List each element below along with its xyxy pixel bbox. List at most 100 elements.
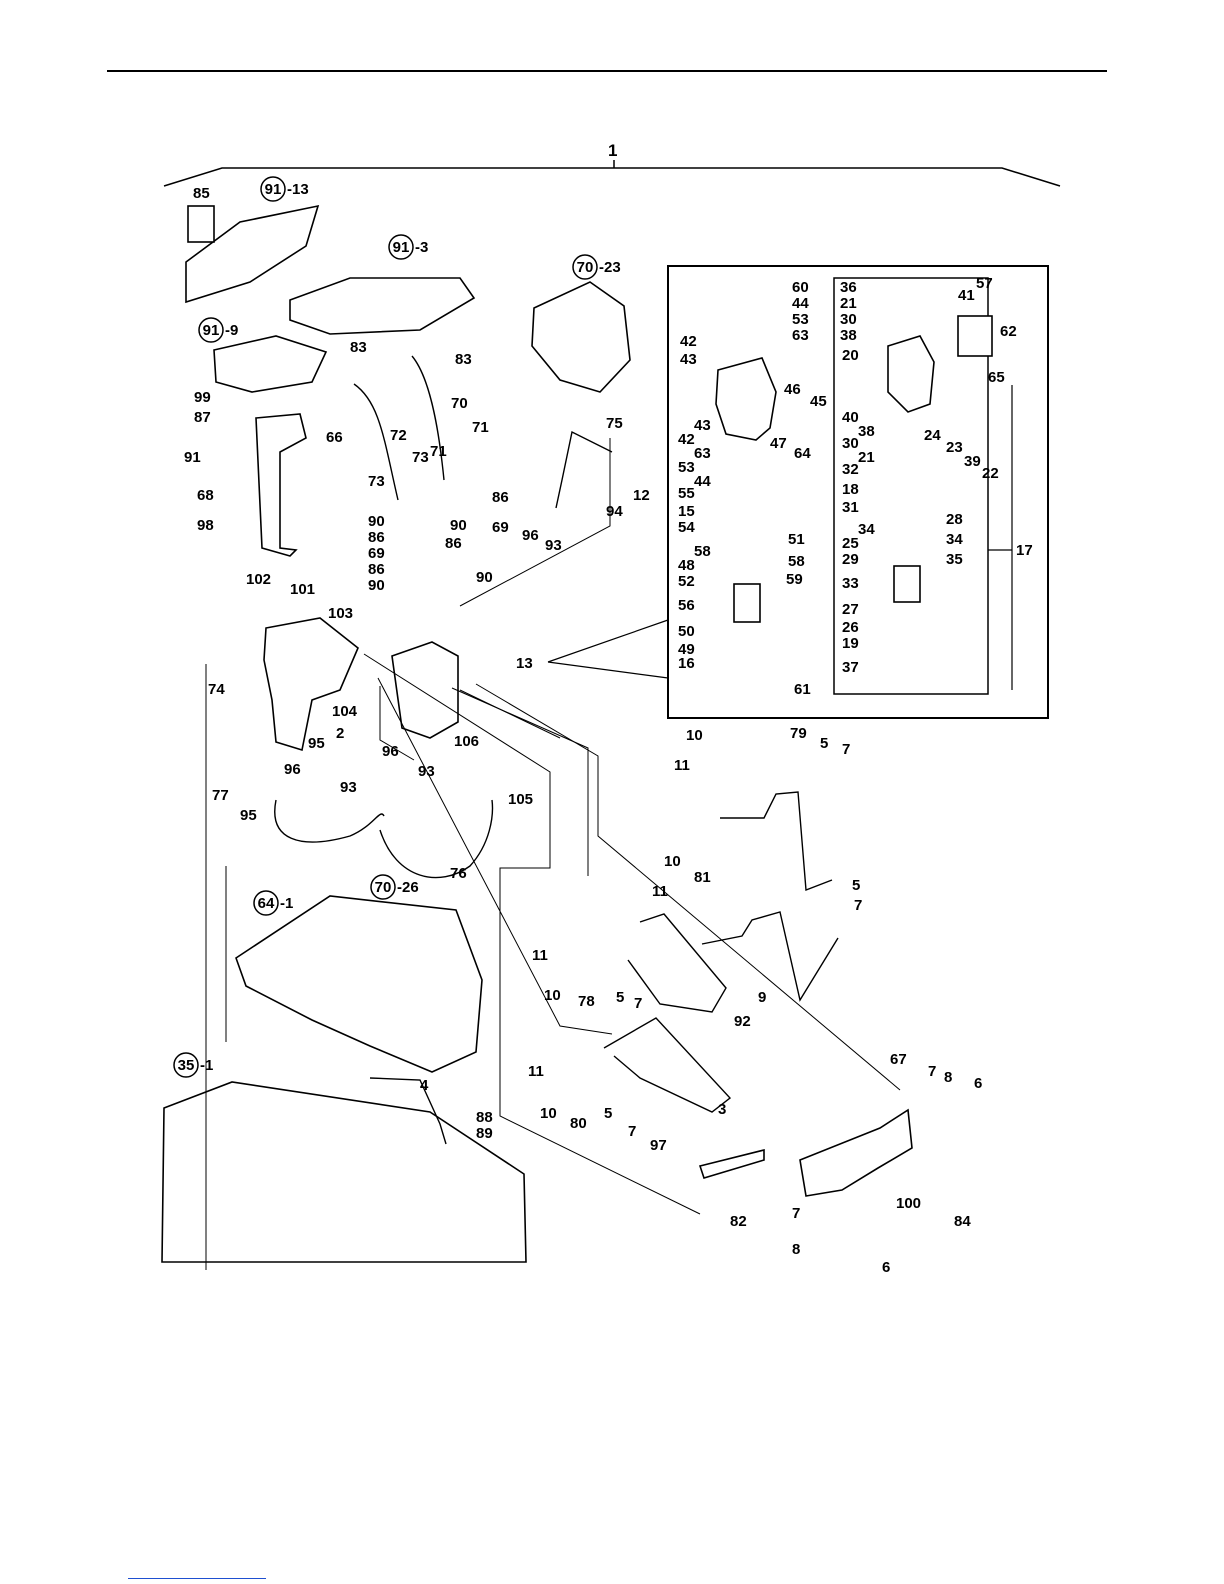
assembly-bracket [163,160,1061,187]
part-label: 65 [988,369,1005,386]
part-label: 68 [197,487,214,504]
part-label: 22 [982,465,999,482]
circled-ref-suffix: -23 [599,259,621,276]
part-label: 2 [336,725,344,742]
circled-ref: 91 -3 [388,234,428,260]
part-label: 5 [820,735,828,752]
circled-ref: 35 -1 [173,1052,213,1078]
part-label: 42 [678,431,695,448]
circled-ref-num: 70 [375,879,392,896]
part-label: 37 [842,659,859,676]
part-label: 53 [792,311,809,328]
circled-ref-suffix: -13 [287,181,309,198]
part-label: 26 [842,619,859,636]
part-label: 93 [545,537,562,554]
part-label: 11 [532,947,548,964]
part-label: 46 [784,381,801,398]
part-label: 49 [678,641,695,658]
part-label: 58 [788,553,805,570]
part-label: 100 [896,1195,921,1212]
part-label: 71 [472,419,489,436]
valve-detail-box [667,265,1049,719]
part-label: 76 [450,865,467,882]
part-label: 84 [954,1213,971,1230]
part-label: 19 [842,635,859,652]
part-label: 52 [678,573,695,590]
part-label: 90 [368,513,385,530]
part-label: 78 [578,993,595,1010]
part-label: 7 [928,1063,936,1080]
part-label: 63 [694,445,711,462]
part-label: 60 [792,279,809,296]
part-label: 57 [976,275,993,292]
circled-ref-num: 91 [265,181,282,198]
part-label: 51 [788,531,805,548]
part-label: 86 [445,535,462,552]
part-label: 31 [842,499,859,516]
part-label: 91 [184,449,201,466]
part-label: 96 [284,761,301,778]
part-label: 77 [212,787,229,804]
part-label: 96 [522,527,539,544]
part-label: 74 [208,681,225,698]
circled-ref-suffix: -1 [200,1057,213,1074]
part-label: 95 [240,807,257,824]
circled-ref-suffix: -3 [415,239,428,256]
part-label: 43 [680,351,697,368]
part-label: 105 [508,791,533,808]
part-label: 96 [382,743,399,760]
part-label: 16 [678,655,695,672]
part-label: 99 [194,389,211,406]
part-label: 69 [492,519,509,536]
part-label: 81 [694,869,711,886]
part-label: 15 [678,503,695,520]
part-label: 44 [792,295,809,312]
part-label: 67 [890,1051,907,1068]
part-label: 7 [634,995,642,1012]
part-label: 72 [390,427,407,444]
part-label: 4 [420,1077,429,1094]
part-label: 69 [368,545,385,562]
circled-ref-num: 35 [178,1057,195,1074]
part-label: 75 [606,415,623,432]
part-label: 79 [790,725,807,742]
detail-leaders [547,385,1013,690]
part-label: 25 [842,535,859,552]
part-label: 102 [246,571,271,588]
part-label: 101 [290,581,315,598]
part-label: 86 [368,561,385,578]
part-label: 34 [946,531,963,548]
part-label: 20 [842,347,859,364]
part-label: 6 [882,1259,890,1276]
part-label: 55 [678,485,695,502]
part-label: 5 [604,1105,612,1122]
part-label: 83 [455,351,472,368]
part-label: 7 [854,897,862,914]
circled-ref-num: 91 [203,322,220,339]
part-label: 83 [350,339,367,356]
part-label: 35 [946,551,963,568]
part-label: 3 [718,1101,726,1118]
part-label: 90 [450,517,467,534]
part-label: 24 [924,427,941,444]
part-label: 41 [958,287,975,304]
part-label: 73 [412,449,429,466]
circled-ref-num: 91 [393,239,410,256]
part-label: 38 [858,423,875,440]
part-label: 53 [678,459,695,476]
footer-link-underline[interactable] [128,1578,266,1579]
part-label: 27 [842,601,859,618]
circled-ref: 91 -13 [260,176,309,202]
part-label: 11 [674,757,690,774]
part-label: 5 [616,989,624,1006]
part-label: 106 [454,733,479,750]
part-label: 11 [652,883,668,900]
part-label: 54 [678,519,695,536]
part-label: 40 [842,409,859,426]
part-label: 85 [193,185,210,202]
part-label: 104 [332,703,358,720]
part-label: 13 [516,655,533,672]
circled-ref-suffix: -1 [280,895,293,912]
part-label: 97 [650,1137,667,1154]
